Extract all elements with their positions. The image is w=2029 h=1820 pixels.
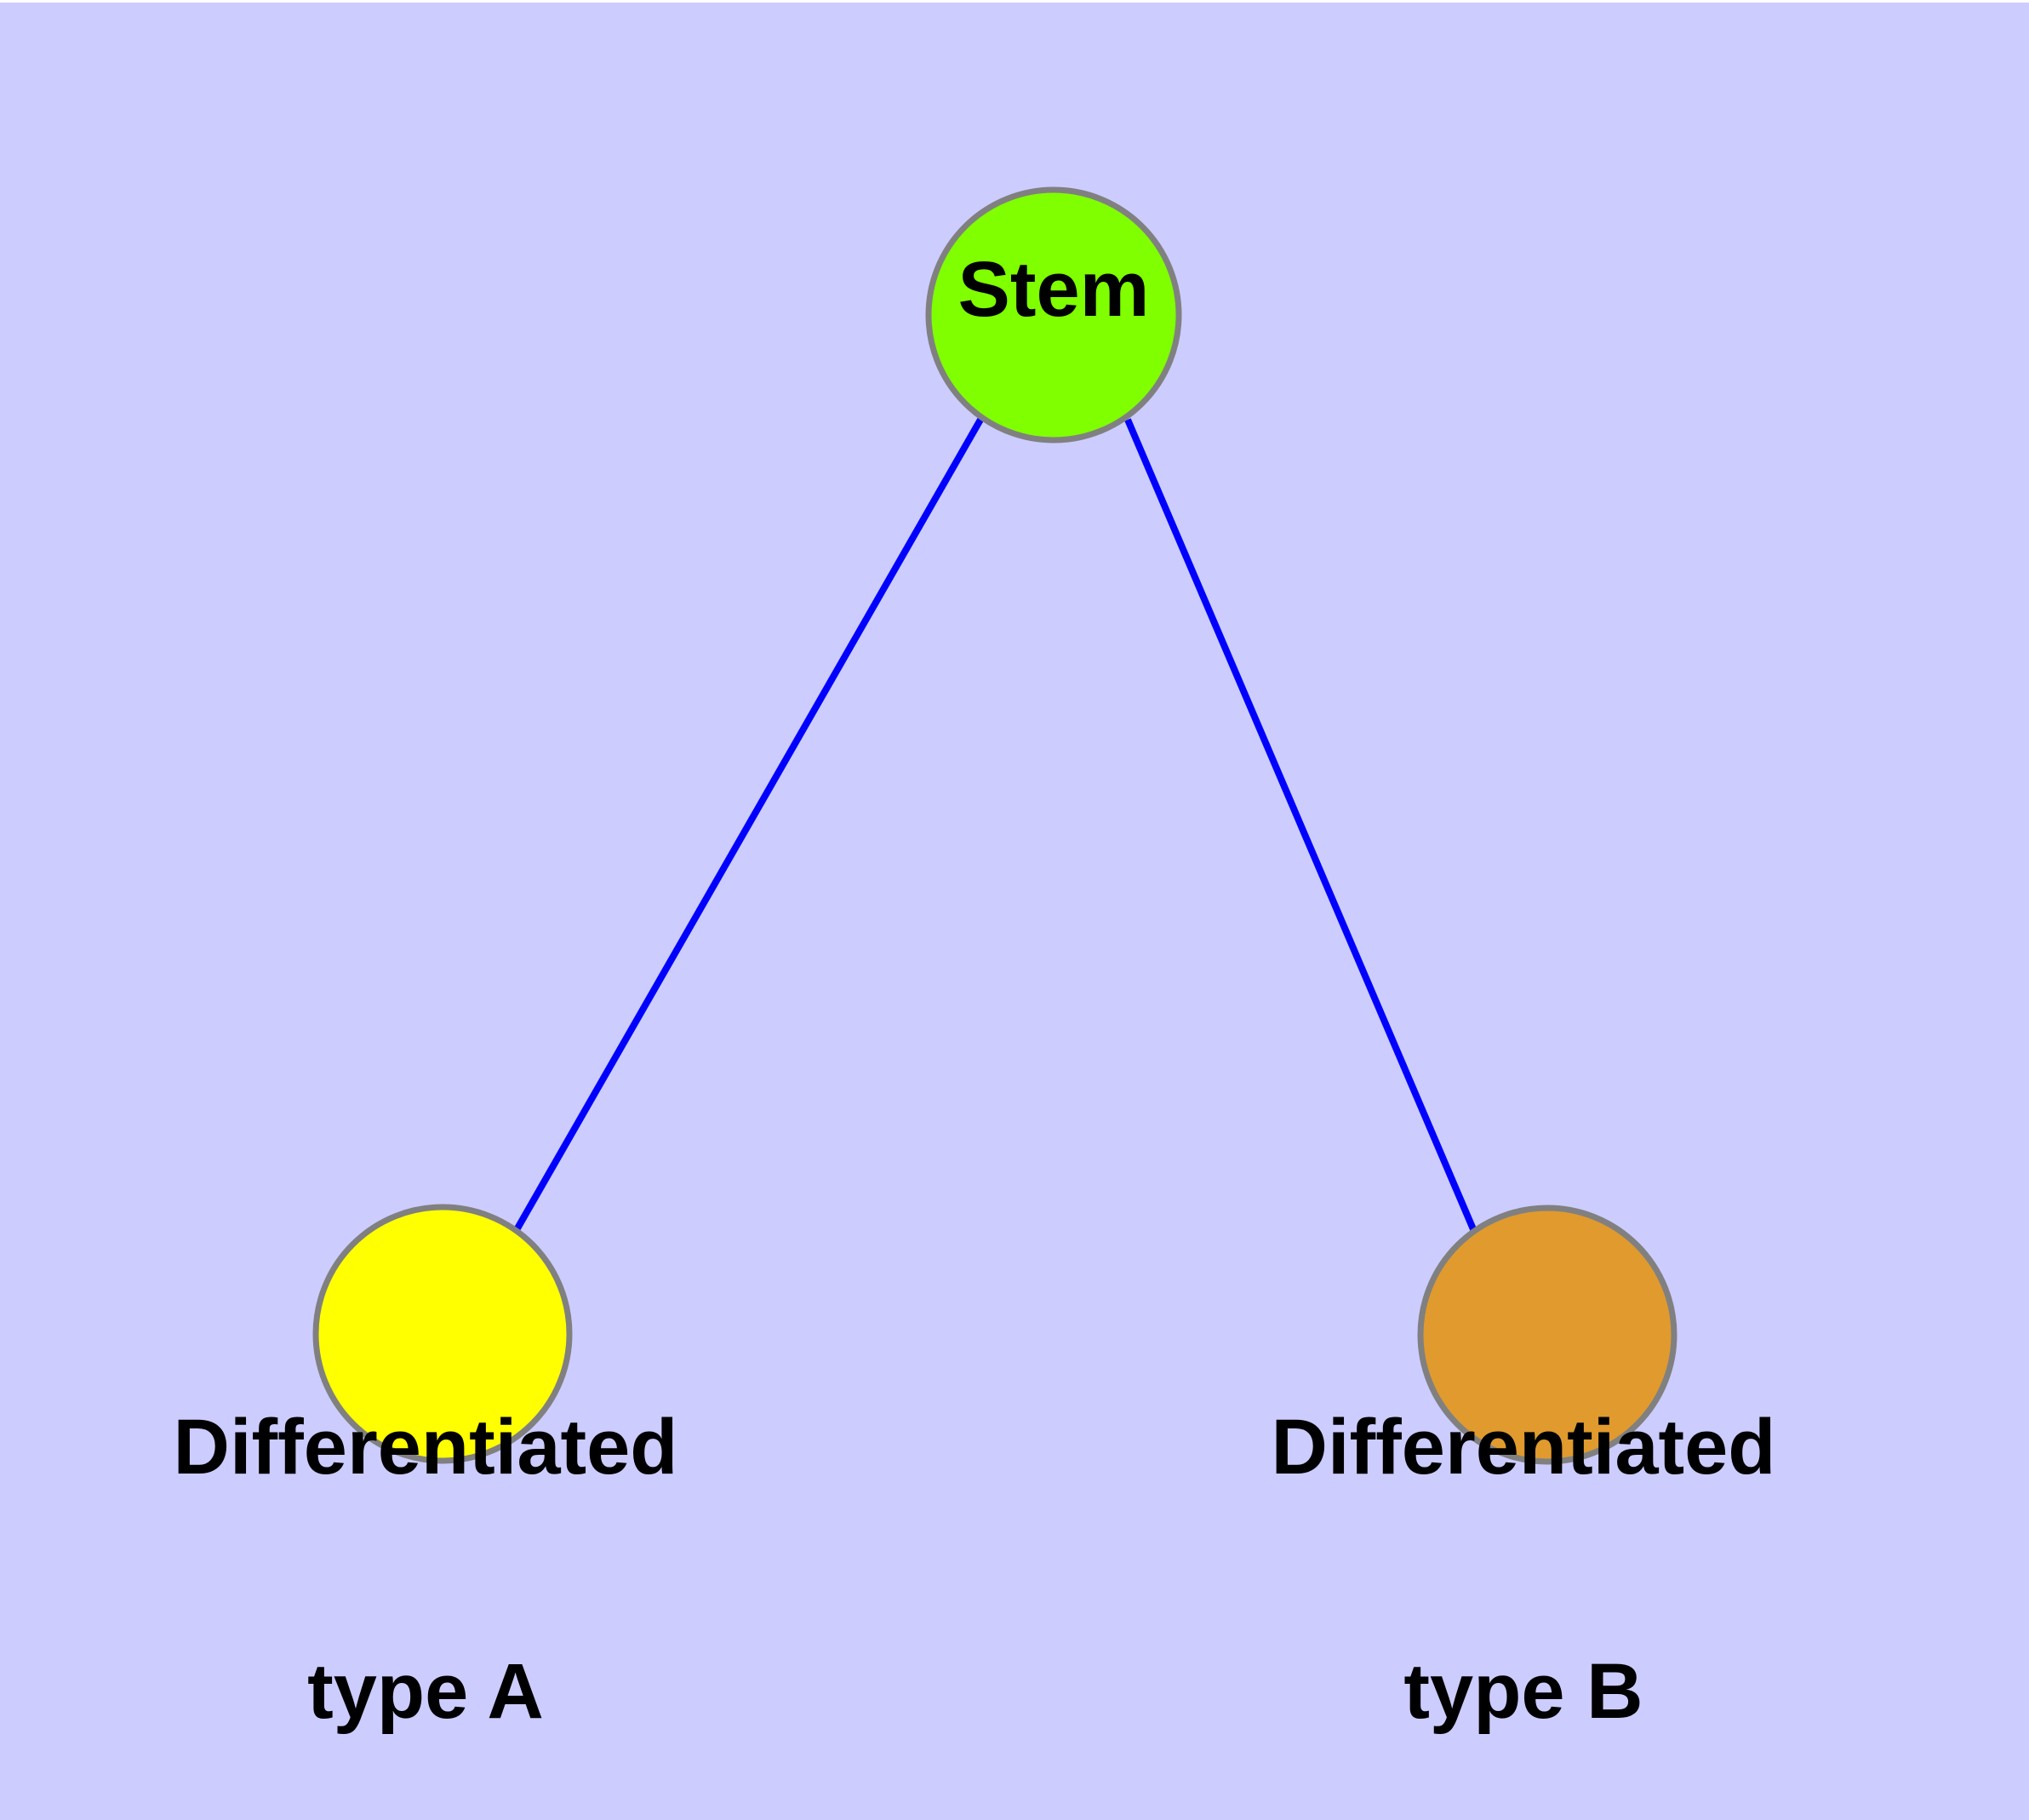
node-layer <box>312 186 1677 1465</box>
node-stem[interactable] <box>925 186 1182 444</box>
node-differentiated-type-b[interactable] <box>1417 1205 1677 1465</box>
edge-stem-to-differentiated-type-b[interactable] <box>1124 418 1477 1231</box>
node-differentiated-type-a[interactable] <box>312 1204 573 1464</box>
edge-layer <box>514 418 1477 1231</box>
edge-stem-to-differentiated-type-a[interactable] <box>514 418 984 1230</box>
